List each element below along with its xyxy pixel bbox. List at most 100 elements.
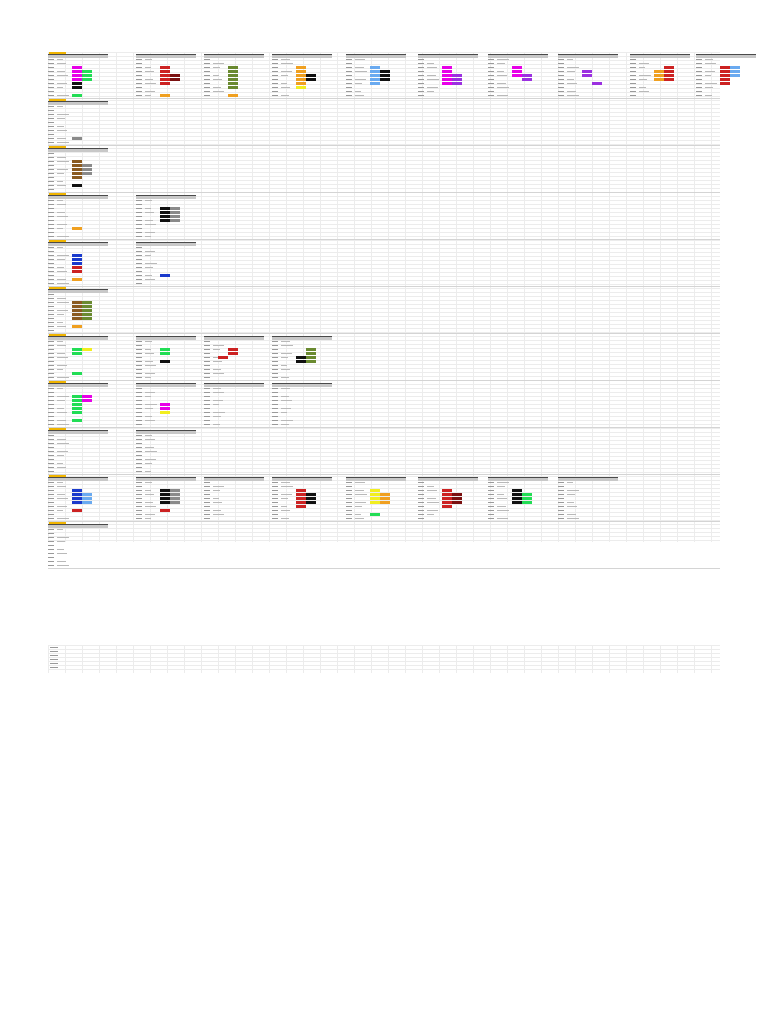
- highlighted-cell[interactable]: [72, 254, 82, 257]
- highlighted-cell[interactable]: [82, 168, 92, 171]
- cell-text[interactable]: [57, 169, 68, 170]
- column-header-1[interactable]: [151, 337, 166, 340]
- cell-text[interactable]: [57, 200, 63, 201]
- cell-text[interactable]: [213, 349, 220, 350]
- cell-text[interactable]: [57, 228, 63, 229]
- column-header-1[interactable]: [63, 384, 78, 387]
- cell-text[interactable]: [145, 279, 155, 280]
- cell-text[interactable]: [57, 455, 64, 456]
- cell-text[interactable]: [355, 482, 365, 483]
- cell-text[interactable]: [57, 357, 68, 358]
- highlighted-cell[interactable]: [380, 78, 390, 81]
- column-header-3[interactable]: [249, 384, 264, 387]
- cell-text[interactable]: [145, 220, 153, 221]
- cell-text[interactable]: [145, 373, 155, 374]
- cell-text[interactable]: [57, 467, 66, 468]
- highlighted-cell[interactable]: [72, 352, 82, 355]
- highlighted-cell[interactable]: [72, 301, 82, 304]
- column-header-2[interactable]: [78, 431, 93, 434]
- highlighted-cell[interactable]: [512, 501, 522, 504]
- column-header-2[interactable]: [78, 149, 93, 152]
- highlighted-cell[interactable]: [442, 78, 452, 81]
- highlighted-cell[interactable]: [72, 86, 82, 89]
- highlighted-cell[interactable]: [72, 399, 82, 402]
- cell-text[interactable]: [497, 59, 509, 60]
- highlighted-cell[interactable]: [72, 70, 82, 73]
- highlighted-cell[interactable]: [452, 74, 462, 77]
- column-header-2[interactable]: [448, 478, 463, 481]
- cell-text[interactable]: [145, 224, 156, 225]
- column-header-2[interactable]: [166, 431, 181, 434]
- cell-text[interactable]: [145, 404, 157, 405]
- cell-text[interactable]: [497, 482, 509, 483]
- highlighted-cell[interactable]: [72, 348, 82, 351]
- highlighted-cell[interactable]: [296, 70, 306, 73]
- cell-text[interactable]: [213, 63, 224, 64]
- highlighted-cell[interactable]: [82, 74, 92, 77]
- highlighted-cell[interactable]: [664, 66, 674, 69]
- cell-text[interactable]: [145, 255, 151, 256]
- highlighted-cell[interactable]: [452, 78, 462, 81]
- cell-text[interactable]: [145, 392, 155, 393]
- cell-text[interactable]: [355, 83, 362, 84]
- cell-text[interactable]: [355, 502, 366, 503]
- cell-text[interactable]: [497, 95, 508, 96]
- cell-text[interactable]: [427, 87, 438, 88]
- column-header-2[interactable]: [588, 478, 603, 481]
- column-header-1[interactable]: [287, 337, 302, 340]
- cell-text[interactable]: [213, 400, 223, 401]
- cell-text[interactable]: [145, 482, 152, 483]
- cell-text[interactable]: [213, 345, 224, 346]
- cell-text[interactable]: [567, 95, 579, 96]
- highlighted-cell[interactable]: [170, 497, 180, 500]
- cell-text[interactable]: [213, 510, 221, 511]
- cell-text[interactable]: [281, 341, 290, 342]
- highlighted-cell[interactable]: [160, 274, 170, 277]
- cell-text[interactable]: [145, 361, 153, 362]
- highlighted-cell[interactable]: [72, 372, 82, 375]
- column-header-0[interactable]: [48, 290, 63, 293]
- cell-text[interactable]: [57, 114, 69, 115]
- highlighted-cell[interactable]: [370, 501, 380, 504]
- cell-text[interactable]: [355, 95, 364, 96]
- cell-text[interactable]: [213, 392, 224, 393]
- cell-text[interactable]: [213, 498, 219, 499]
- cell-text[interactable]: [57, 302, 69, 303]
- highlighted-cell[interactable]: [296, 489, 306, 492]
- cell-text[interactable]: [281, 482, 290, 483]
- highlighted-cell[interactable]: [296, 505, 306, 508]
- cell-text[interactable]: [567, 59, 573, 60]
- column-header-0[interactable]: [136, 384, 151, 387]
- cell-text[interactable]: [427, 63, 434, 64]
- highlighted-cell[interactable]: [306, 352, 316, 355]
- cell-text[interactable]: [145, 267, 153, 268]
- highlighted-cell[interactable]: [442, 82, 452, 85]
- column-header-3[interactable]: [249, 55, 264, 58]
- cell-text[interactable]: [567, 83, 577, 84]
- column-header-1[interactable]: [219, 478, 234, 481]
- cell-text[interactable]: [567, 490, 579, 491]
- cell-text[interactable]: [57, 408, 64, 409]
- highlighted-cell[interactable]: [82, 399, 92, 402]
- highlighted-cell[interactable]: [160, 82, 170, 85]
- cell-text[interactable]: [567, 506, 577, 507]
- column-header-0[interactable]: [48, 525, 63, 528]
- cell-text[interactable]: [705, 75, 711, 76]
- highlighted-cell[interactable]: [218, 356, 228, 359]
- cell-text[interactable]: [497, 498, 507, 499]
- highlighted-cell[interactable]: [72, 313, 82, 316]
- column-header-1[interactable]: [151, 431, 166, 434]
- cell-text[interactable]: [57, 59, 63, 60]
- cell-text[interactable]: [57, 326, 66, 327]
- cell-text[interactable]: [281, 365, 287, 366]
- column-header-2[interactable]: [376, 55, 391, 58]
- cell-text[interactable]: [57, 173, 64, 174]
- highlighted-cell[interactable]: [72, 501, 82, 504]
- column-header-1[interactable]: [645, 55, 660, 58]
- highlighted-cell[interactable]: [72, 278, 82, 281]
- highlighted-cell[interactable]: [160, 94, 170, 97]
- cell-text[interactable]: [567, 67, 579, 68]
- column-header-0[interactable]: [48, 149, 63, 152]
- column-header-1[interactable]: [573, 55, 588, 58]
- cell-text[interactable]: [57, 537, 69, 538]
